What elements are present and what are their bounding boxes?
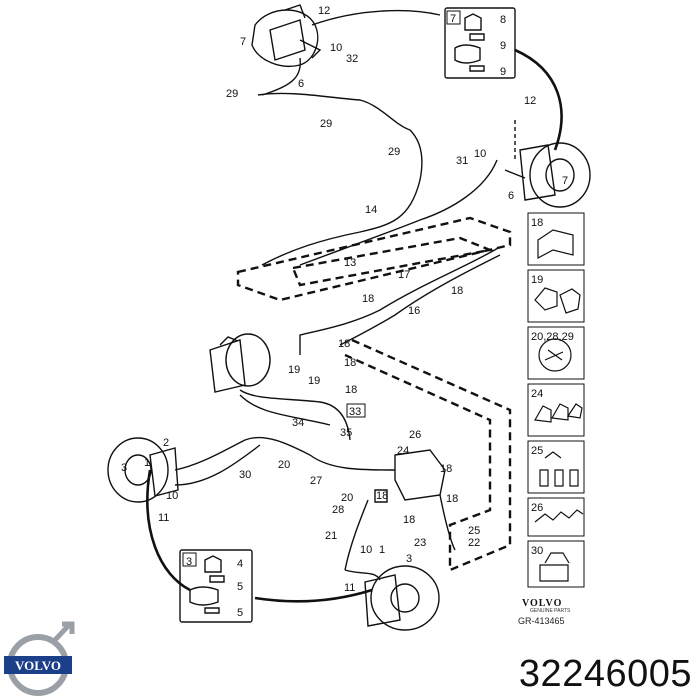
bottom-inset-box: [179, 549, 253, 623]
multi-clip-icon: [539, 451, 579, 487]
clip-icon: [537, 229, 574, 259]
callout-right-rear-0: 12: [524, 95, 536, 107]
callout-top-inset-3: 9: [500, 66, 506, 78]
top-left-brake-assembly: [251, 4, 322, 67]
callout-top-left-wheel-4: 6: [298, 78, 304, 90]
callout-bottom-inset-1: 4: [237, 558, 243, 570]
callout-abs-area-3: 20: [341, 492, 353, 504]
callout-right-rear-1: 10: [474, 148, 486, 160]
callout-bottom-right-wheel-2: 11: [344, 582, 355, 594]
callout-abs-area-5: 28: [332, 504, 344, 516]
volvo-genuine-parts-box: VOLVO GENUINE PARTS GR-413465: [518, 598, 571, 626]
brand-name: VOLVO: [522, 598, 562, 609]
top-inset-box: [444, 7, 516, 79]
side-panel-label-1: 19: [531, 274, 543, 286]
callout-bottom-inset-3: 5: [237, 607, 243, 619]
callout-bottom-inset-0: 3: [186, 556, 192, 568]
callout-lines-top-2: 29: [388, 146, 400, 158]
callout-left-front-6: 20: [278, 459, 290, 471]
callout-top-inset-2: 9: [500, 40, 506, 52]
callout-middle-6: 34: [292, 417, 304, 429]
side-panel-label-0: 18: [531, 217, 543, 229]
callout-middle-7: 35: [340, 427, 352, 439]
callout-middle-1: 19: [308, 375, 320, 387]
right-rear-brake-assembly: [504, 142, 591, 208]
callout-bottom-right-wheel-3: 3: [406, 553, 412, 565]
side-panel-label-4: 25: [531, 445, 543, 457]
callout-abs-area-0: 26: [409, 429, 421, 441]
callout-top-left-wheel-1: 7: [240, 36, 246, 48]
callout-top-left-wheel-3: 32: [346, 53, 358, 65]
callout-left-front-7: 27: [310, 475, 322, 487]
callout-middle-4: 18: [345, 384, 357, 396]
side-panel-label-6: 30: [531, 545, 543, 557]
callout-lines-top-4: 13: [344, 257, 356, 269]
callout-abs-area-9: 22: [468, 537, 480, 549]
callout-middle-3: 18: [344, 357, 356, 369]
callout-lines-top-0: 29: [226, 88, 238, 100]
callout-abs-area-4: 18: [376, 490, 388, 502]
arrow-top: [311, 9, 441, 26]
callout-left-front-1: 3: [121, 462, 127, 474]
volvo-logo: VOLVO: [4, 621, 75, 696]
callout-bottom-right-wheel-0: 10: [360, 544, 372, 556]
callout-lines-top-6: 18: [451, 285, 463, 297]
callout-bottom-right-wheel-1: 1: [379, 544, 385, 556]
callout-left-front-2: 1: [144, 457, 150, 469]
brand-sub: GENUINE PARTS: [530, 608, 571, 614]
callout-bottom-inset-2: 5: [237, 581, 243, 593]
callout-abs-area-1: 24: [397, 445, 409, 457]
callout-abs-area-11: 21: [325, 530, 337, 542]
callout-lines-top-5: 17: [398, 269, 410, 281]
callout-top-inset-1: 8: [500, 14, 506, 26]
strip-clip-icon: [534, 509, 584, 523]
callout-middle-2: 19: [288, 364, 300, 376]
callout-left-front-5: 30: [239, 469, 251, 481]
side-panel-label-2: 20,28,29: [531, 331, 574, 343]
callout-abs-area-8: 25: [468, 525, 480, 537]
callout-left-front-0: 2: [163, 437, 169, 449]
callout-left-front-3: 10: [166, 490, 178, 502]
callout-right-rear-2: 31: [456, 155, 468, 167]
side-panel-label-3: 24: [531, 388, 543, 400]
callout-right-rear-3: 7: [562, 175, 568, 187]
callout-middle-5: 33: [349, 406, 361, 418]
master-cylinder: [209, 333, 271, 393]
callout-lines-top-8: 18: [362, 293, 374, 305]
callout-lines-top-1: 29: [320, 118, 332, 130]
callout-right-rear-4: 6: [508, 190, 514, 202]
triple-clip-icon: [534, 403, 583, 423]
callout-abs-area-2: 18: [440, 463, 452, 475]
callout-lines-top-3: 14: [365, 204, 377, 216]
callout-lines-top-7: 16: [408, 305, 420, 317]
fan-clip-icon: [538, 338, 572, 372]
callout-middle-0: 18: [338, 338, 350, 350]
callout-top-inset-0: 7: [450, 13, 456, 25]
logo-text: VOLVO: [15, 658, 61, 673]
callout-top-left-wheel-0: 12: [318, 5, 330, 17]
side-panel-label-5: 26: [531, 502, 543, 514]
part-number: 32246005: [518, 653, 692, 695]
callout-abs-area-6: 18: [446, 493, 458, 505]
double-clip-icon: [534, 287, 581, 314]
left-front-brake-assembly: [107, 437, 179, 503]
callout-top-left-wheel-2: 10: [330, 42, 342, 54]
bottom-right-brake-assembly: [364, 565, 440, 631]
callout-abs-area-10: 23: [414, 537, 426, 549]
callout-left-front-4: 11: [158, 512, 169, 524]
bracket-clip-icon: [539, 552, 570, 582]
callout-abs-area-7: 18: [403, 514, 415, 526]
reference-code: GR-413465: [518, 616, 565, 626]
